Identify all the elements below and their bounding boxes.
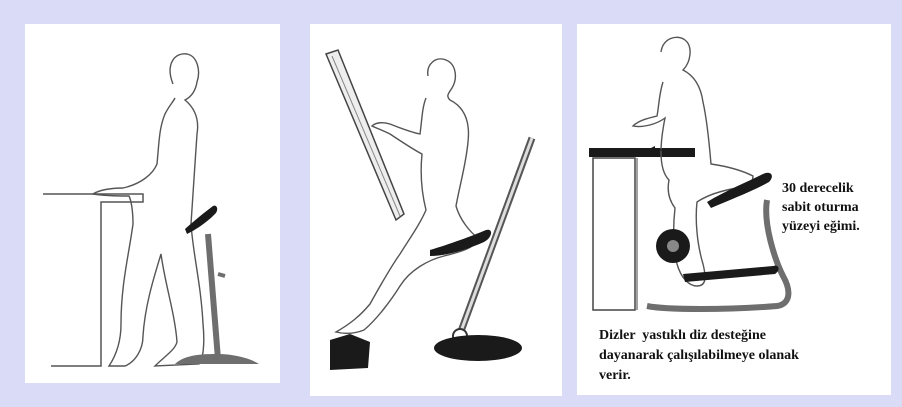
standing-stool-illustration (25, 24, 280, 383)
person-standing (93, 54, 204, 366)
knee-support-note: Dizler yastıklı diz desteğine dayanarak … (599, 326, 799, 386)
stool-column-highlight (460, 138, 532, 334)
drafting-stool-illustration (310, 24, 562, 396)
seat-angle-note: 30 derecelik sabit oturma yüzeyi eğimi. (782, 179, 860, 236)
shoe (330, 334, 370, 370)
board-edge (332, 56, 400, 216)
stool-base (175, 354, 259, 364)
counter (43, 194, 143, 366)
desk-top (589, 148, 695, 157)
stool-knob (218, 274, 225, 276)
panel-kneeling-chair: 30 derecelik sabit oturma yüzeyi eğimi. … (577, 24, 891, 395)
stool-base (434, 335, 522, 361)
desk-drawer (593, 158, 635, 310)
person-kneeling (633, 37, 753, 286)
seat-pad (707, 173, 772, 208)
wheel-hub (667, 240, 679, 252)
knee-pad (683, 266, 779, 282)
stool-post (208, 234, 218, 359)
stool-seat (185, 206, 217, 234)
panel-standing-stool (25, 24, 280, 383)
panel-drafting-stool (310, 24, 562, 396)
